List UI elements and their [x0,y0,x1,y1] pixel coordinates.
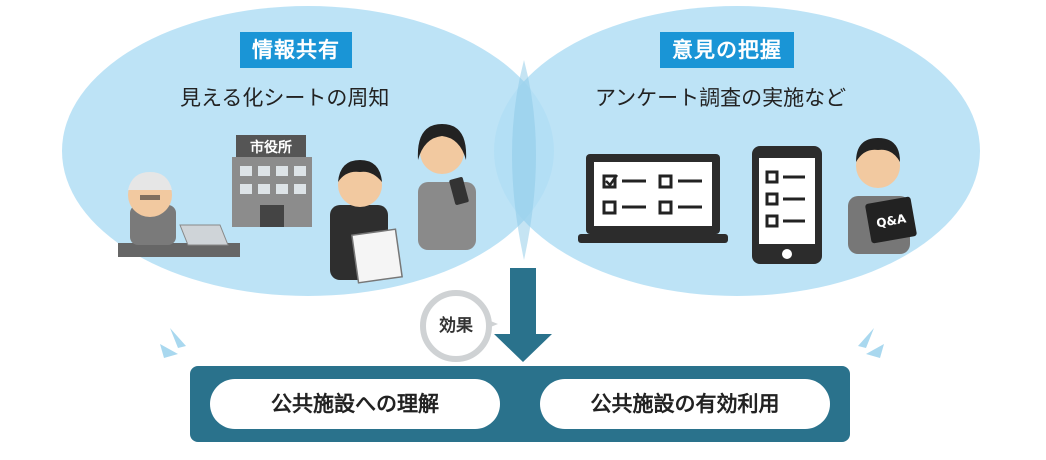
building-sign: 市役所 [250,139,292,156]
down-arrow-icon [494,268,552,362]
woman-phone-icon [417,124,476,250]
elderly-man-icon [118,172,240,257]
info-sharing-badge: 情報共有 [240,32,352,68]
opinion-badge: 意見の把握 [660,32,794,68]
outcome-understanding: 公共施設への理解 [210,379,500,429]
qa-label: Q&A [875,211,908,230]
opinion-subtitle: アンケート調査の実施など [595,86,847,110]
info-sharing-subtitle: 見える化シートの周知 [180,86,390,110]
effect-bubble: 効果 [420,290,492,362]
accent-marks [160,328,884,358]
city-hall-icon: 市役所 [232,135,312,227]
outcome-effective-use: 公共施設の有効利用 [540,379,830,429]
smartphone-survey-icon [752,146,822,264]
suit-man-icon [330,160,403,284]
laptop-survey-icon [578,154,728,243]
qa-tablet-man-icon: Q&A [848,138,917,254]
